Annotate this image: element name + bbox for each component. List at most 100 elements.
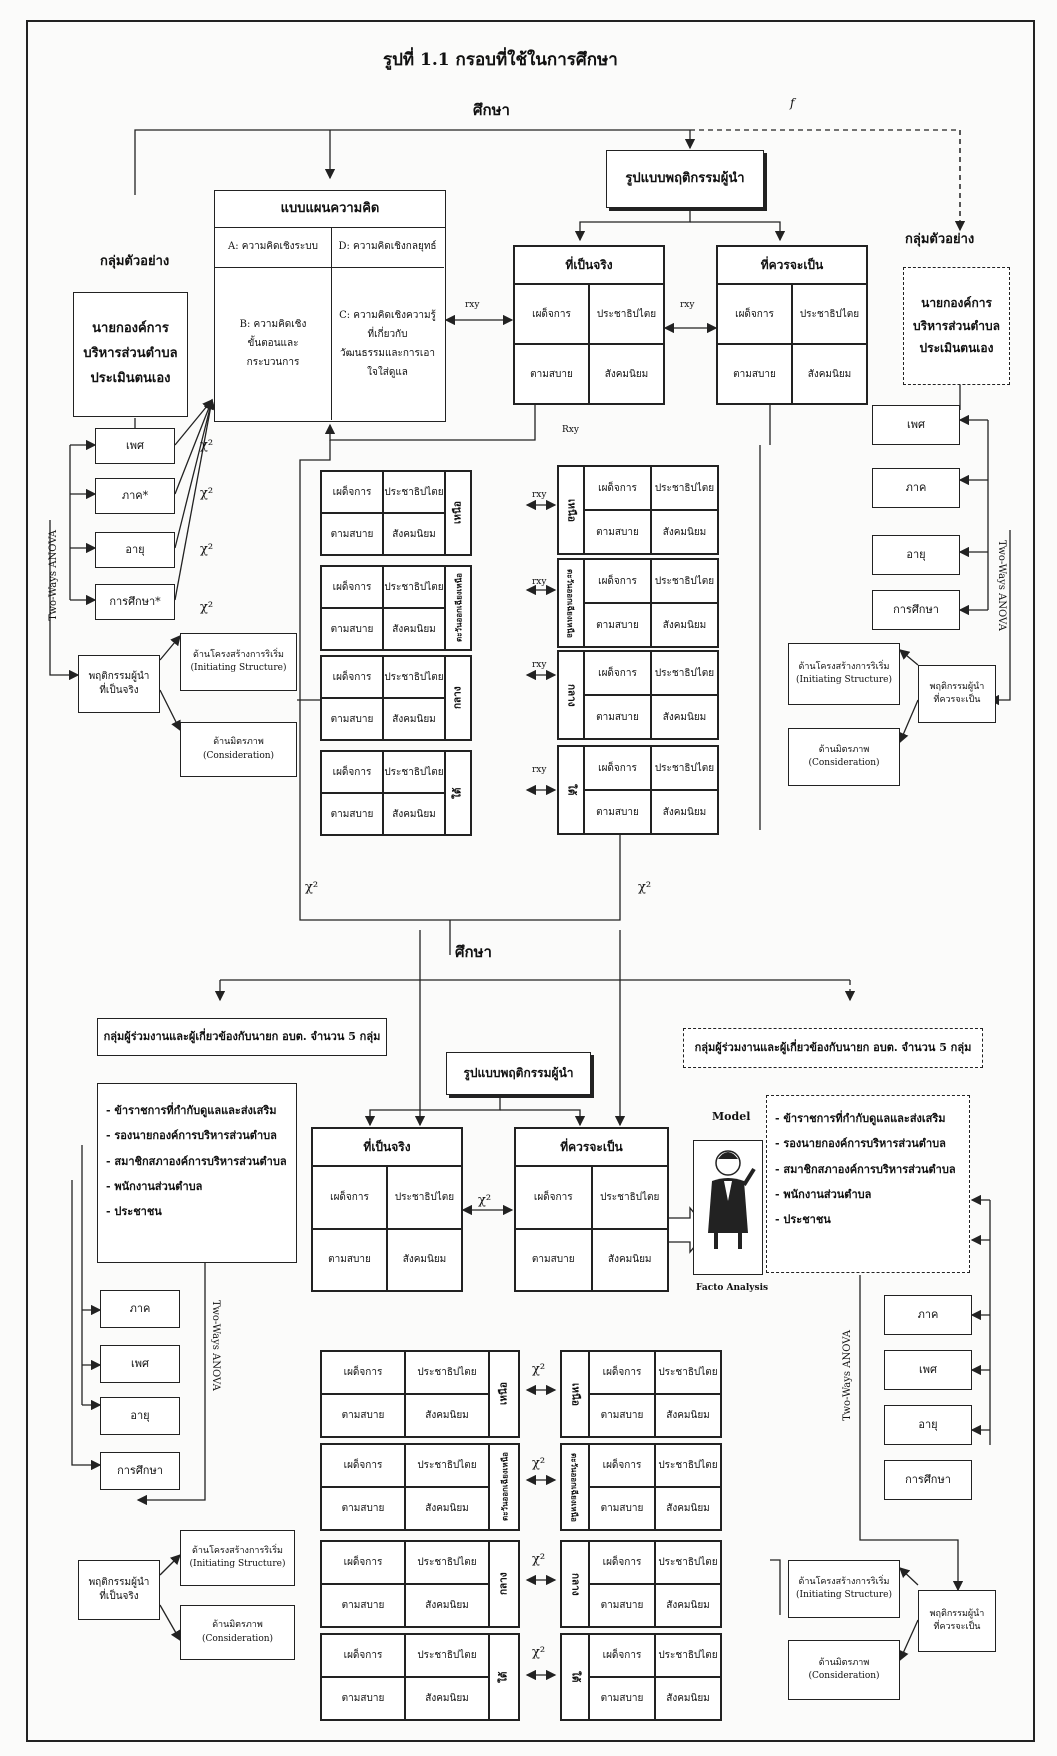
demo-edu-lower-right: การศึกษา [884,1460,972,1500]
ideal-header: ที่ควรจะเป็น [515,1128,668,1166]
coworker-item: - รองนายกองค์การบริหารส่วนตำบล [106,1129,277,1143]
leader-ideal-right: พฤติกรรมผู้นำ ที่ควรจะเป็น [918,665,996,723]
rxy-label: rxy [532,577,547,587]
region-ideal-central-lower: กลางเผด็จการประชาธิปไตย ตามสบายสังคมนิยม [560,1540,722,1628]
mayor-self-line: บริหารส่วนตำบล [83,346,178,362]
actual-header: ที่เป็นจริง [514,246,664,284]
initiating-line: (Initiating Structure) [796,1590,892,1600]
initiating-lower-left: ด้านโครงสร้างการริเริ่ม (Initiating Stru… [180,1530,295,1586]
demo-age-lower-left: อายุ [100,1397,180,1435]
region-north: เหนือ [445,471,471,555]
rxy-label: rxy [532,490,547,500]
demo-region-lower-right: ภาค [884,1295,972,1335]
rxy-label: rxy [680,300,695,310]
laissez-faire: ตามสบาย [321,1394,405,1437]
demo-age-lower-right: อายุ [884,1405,972,1445]
region-ideal-south-lower: ใต้เผด็จการประชาธิปไตย ตามสบายสังคมนิยม [560,1633,722,1721]
demo-region-lower-left: ภาค [100,1290,180,1328]
demo-edu-right: การศึกษา [872,590,960,630]
democratic: ประชาธิปไตย [405,1351,489,1394]
laissez-faire: ตามสบาย [584,510,651,554]
region-ideal-northeast: ตะวันออกเฉียงเหนือเผด็จการประชาธิปไตย ตา… [557,558,719,648]
autocratic: เผด็จการ [514,284,589,344]
autocratic: เผด็จการ [321,471,383,513]
concept-c-line: ใจใส่ดูแล [367,366,408,378]
autocratic: เผด็จการ [321,1541,405,1584]
democratic: ประชาธิปไตย [589,284,664,344]
democratic: ประชาธิปไตย [655,1541,721,1584]
two-way-anova-lower-left: Two-Ways ANOVA [210,1300,221,1391]
autocratic: เผด็จการ [584,746,651,790]
democratic: ประชาธิปไตย [651,746,718,790]
concept-map-box: แบบแผนความคิด A: ความคิดเชิงระบบ D: ความ… [214,190,446,422]
consideration-lower-right: ด้านมิตรภาพ (Consideration) [788,1640,900,1700]
initiating-lower-right: ด้านโครงสร้างการริเริ่ม (Initiating Stru… [788,1560,900,1618]
consideration-line: (Consideration) [808,758,880,768]
region-north: เหนือ [558,466,584,554]
region-central: กลาง [561,1541,589,1627]
autocratic: เผด็จการ [515,1166,592,1229]
democratic: ประชาธิปไตย [651,466,718,510]
coworker-item: - สมาชิกสภาองค์การบริหารส่วนตำบล [775,1162,956,1176]
laissez-faire: ตามสบาย [321,793,383,835]
mayor-self-line: บริหารส่วนตำบล [913,318,1000,333]
autocratic: เผด็จการ [321,1351,405,1394]
rxy-label: rxy [532,765,547,775]
initiating-right: ด้านโครงสร้างการริเริ่ม (Initiating Stru… [788,643,900,705]
coworker-item: - ข้าราชการที่กำกับดูแลและส่งเสริม [775,1112,946,1125]
region-central: กลาง [445,656,471,740]
socialist: สังคมนิยม [591,1228,668,1291]
democratic: ประชาธิปไตย [383,751,445,793]
consideration-line: (Consideration) [808,1671,880,1681]
concept-b: B: ความคิดเชิง ขั้นตอนและ กระบวนการ [215,267,332,420]
region-northeast: ตะวันออกเฉียงเหนือ [445,566,471,650]
laissez-faire: ตามสบาย [514,344,589,404]
region-actual-south: เผด็จการประชาธิปไตยใต้ ตามสบายสังคมนิยม [320,750,472,836]
demo-region-right: ภาค [872,468,960,508]
region-south: ใต้ [558,746,584,834]
mayor-self-line: ประเมินตนเอง [919,341,994,356]
coworker-item: - สมาชิกสภาองค์การบริหารส่วนตำบล [106,1154,287,1168]
autocratic: เผด็จการ [321,566,383,608]
initiating-line: ด้านโครงสร้างการริเริ่ม [192,1545,283,1556]
democratic: ประชาธิปไตย [387,1166,462,1229]
autocratic: เผด็จการ [589,1351,655,1394]
region-north: เหนือ [561,1351,589,1437]
leader-ideal-lower: พฤติกรรมผู้นำ ที่ควรจะเป็น [918,1590,996,1652]
autocratic: เผด็จการ [312,1166,387,1229]
leader-actual-line: ที่เป็นจริง [99,685,139,696]
ideal-header: ที่ควรจะเป็น [717,246,867,284]
autocratic: เผด็จการ [584,651,651,695]
concept-c-line: วัฒนธรรมและการเอา [340,347,435,359]
study-label-top: ศึกษา [473,101,510,119]
chi-label: χ² [532,1456,546,1471]
laissez-faire: ตามสบาย [321,1584,405,1627]
autocratic: เผด็จการ [321,751,383,793]
initiating-left: ด้านโครงสร้างการริเริ่ม (Initiating Stru… [180,633,297,691]
laissez-faire: ตามสบาย [589,1677,655,1720]
consideration-line: ด้านมิตรภาพ [818,1657,870,1668]
laissez-faire: ตามสบาย [589,1394,655,1437]
figure-frame [26,20,1035,1742]
socialist: สังคมนิยม [651,790,718,834]
leader-actual-line: พฤติกรรมผู้นำ [88,1576,150,1588]
chi-label: χ² [200,600,214,615]
region-central: กลาง [558,651,584,739]
concept-d: D: ความคิดเชิงกลยุทธ์ [331,227,444,268]
leader-ideal-line: ที่ควรจะเป็น [933,695,981,705]
chi-label: χ² [532,1552,546,1567]
concept-b-line: B: ความคิดเชิง [239,319,307,330]
laissez-faire: ตามสบาย [589,1584,655,1627]
concept-c-line: ที่เกี่ยวกับ [367,328,408,340]
concept-b-line: ขั้นตอนและ [247,338,299,349]
demo-sex-lower-right: เพศ [884,1350,972,1390]
democratic: ประชาธิปไตย [792,284,867,344]
autocratic: เผด็จการ [589,1634,655,1677]
democratic: ประชาธิปไตย [651,651,718,695]
region-northeast: ตะวันออกเฉียงเหนือ [561,1444,589,1530]
socialist: สังคมนิยม [655,1394,721,1437]
laissez-faire: ตามสบาย [584,790,651,834]
mayor-self-line: นายกองค์การ [92,321,169,337]
